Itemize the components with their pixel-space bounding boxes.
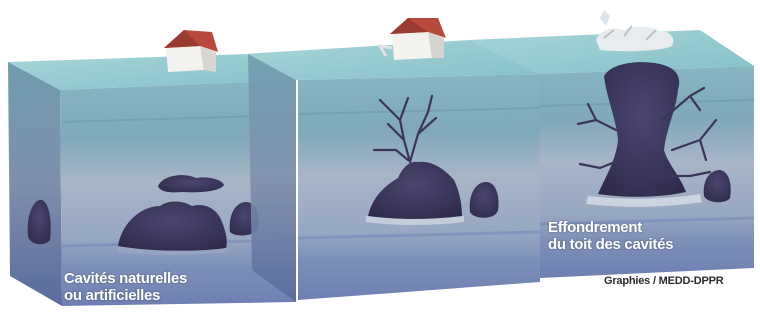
collapsed-house-debris — [596, 10, 673, 51]
top-shading — [0, 0, 760, 6]
caption-line: ou artificielles — [64, 287, 187, 304]
image-credit: Graphies / MEDD-DPPR — [604, 275, 723, 287]
caption-line: Cavités naturelles — [64, 270, 187, 287]
caption-line: du toit des cavités — [548, 236, 673, 253]
block2-side — [248, 54, 296, 302]
block1-side — [8, 62, 62, 306]
caption-line: Effondrement — [548, 219, 673, 236]
caption-roof-collapse: Effondrement du toit des cavités — [548, 219, 673, 253]
caption-natural-cavities: Cavités naturelles ou artificielles — [64, 270, 187, 304]
block-collapse-start — [244, 18, 540, 302]
house-intact — [164, 30, 218, 72]
